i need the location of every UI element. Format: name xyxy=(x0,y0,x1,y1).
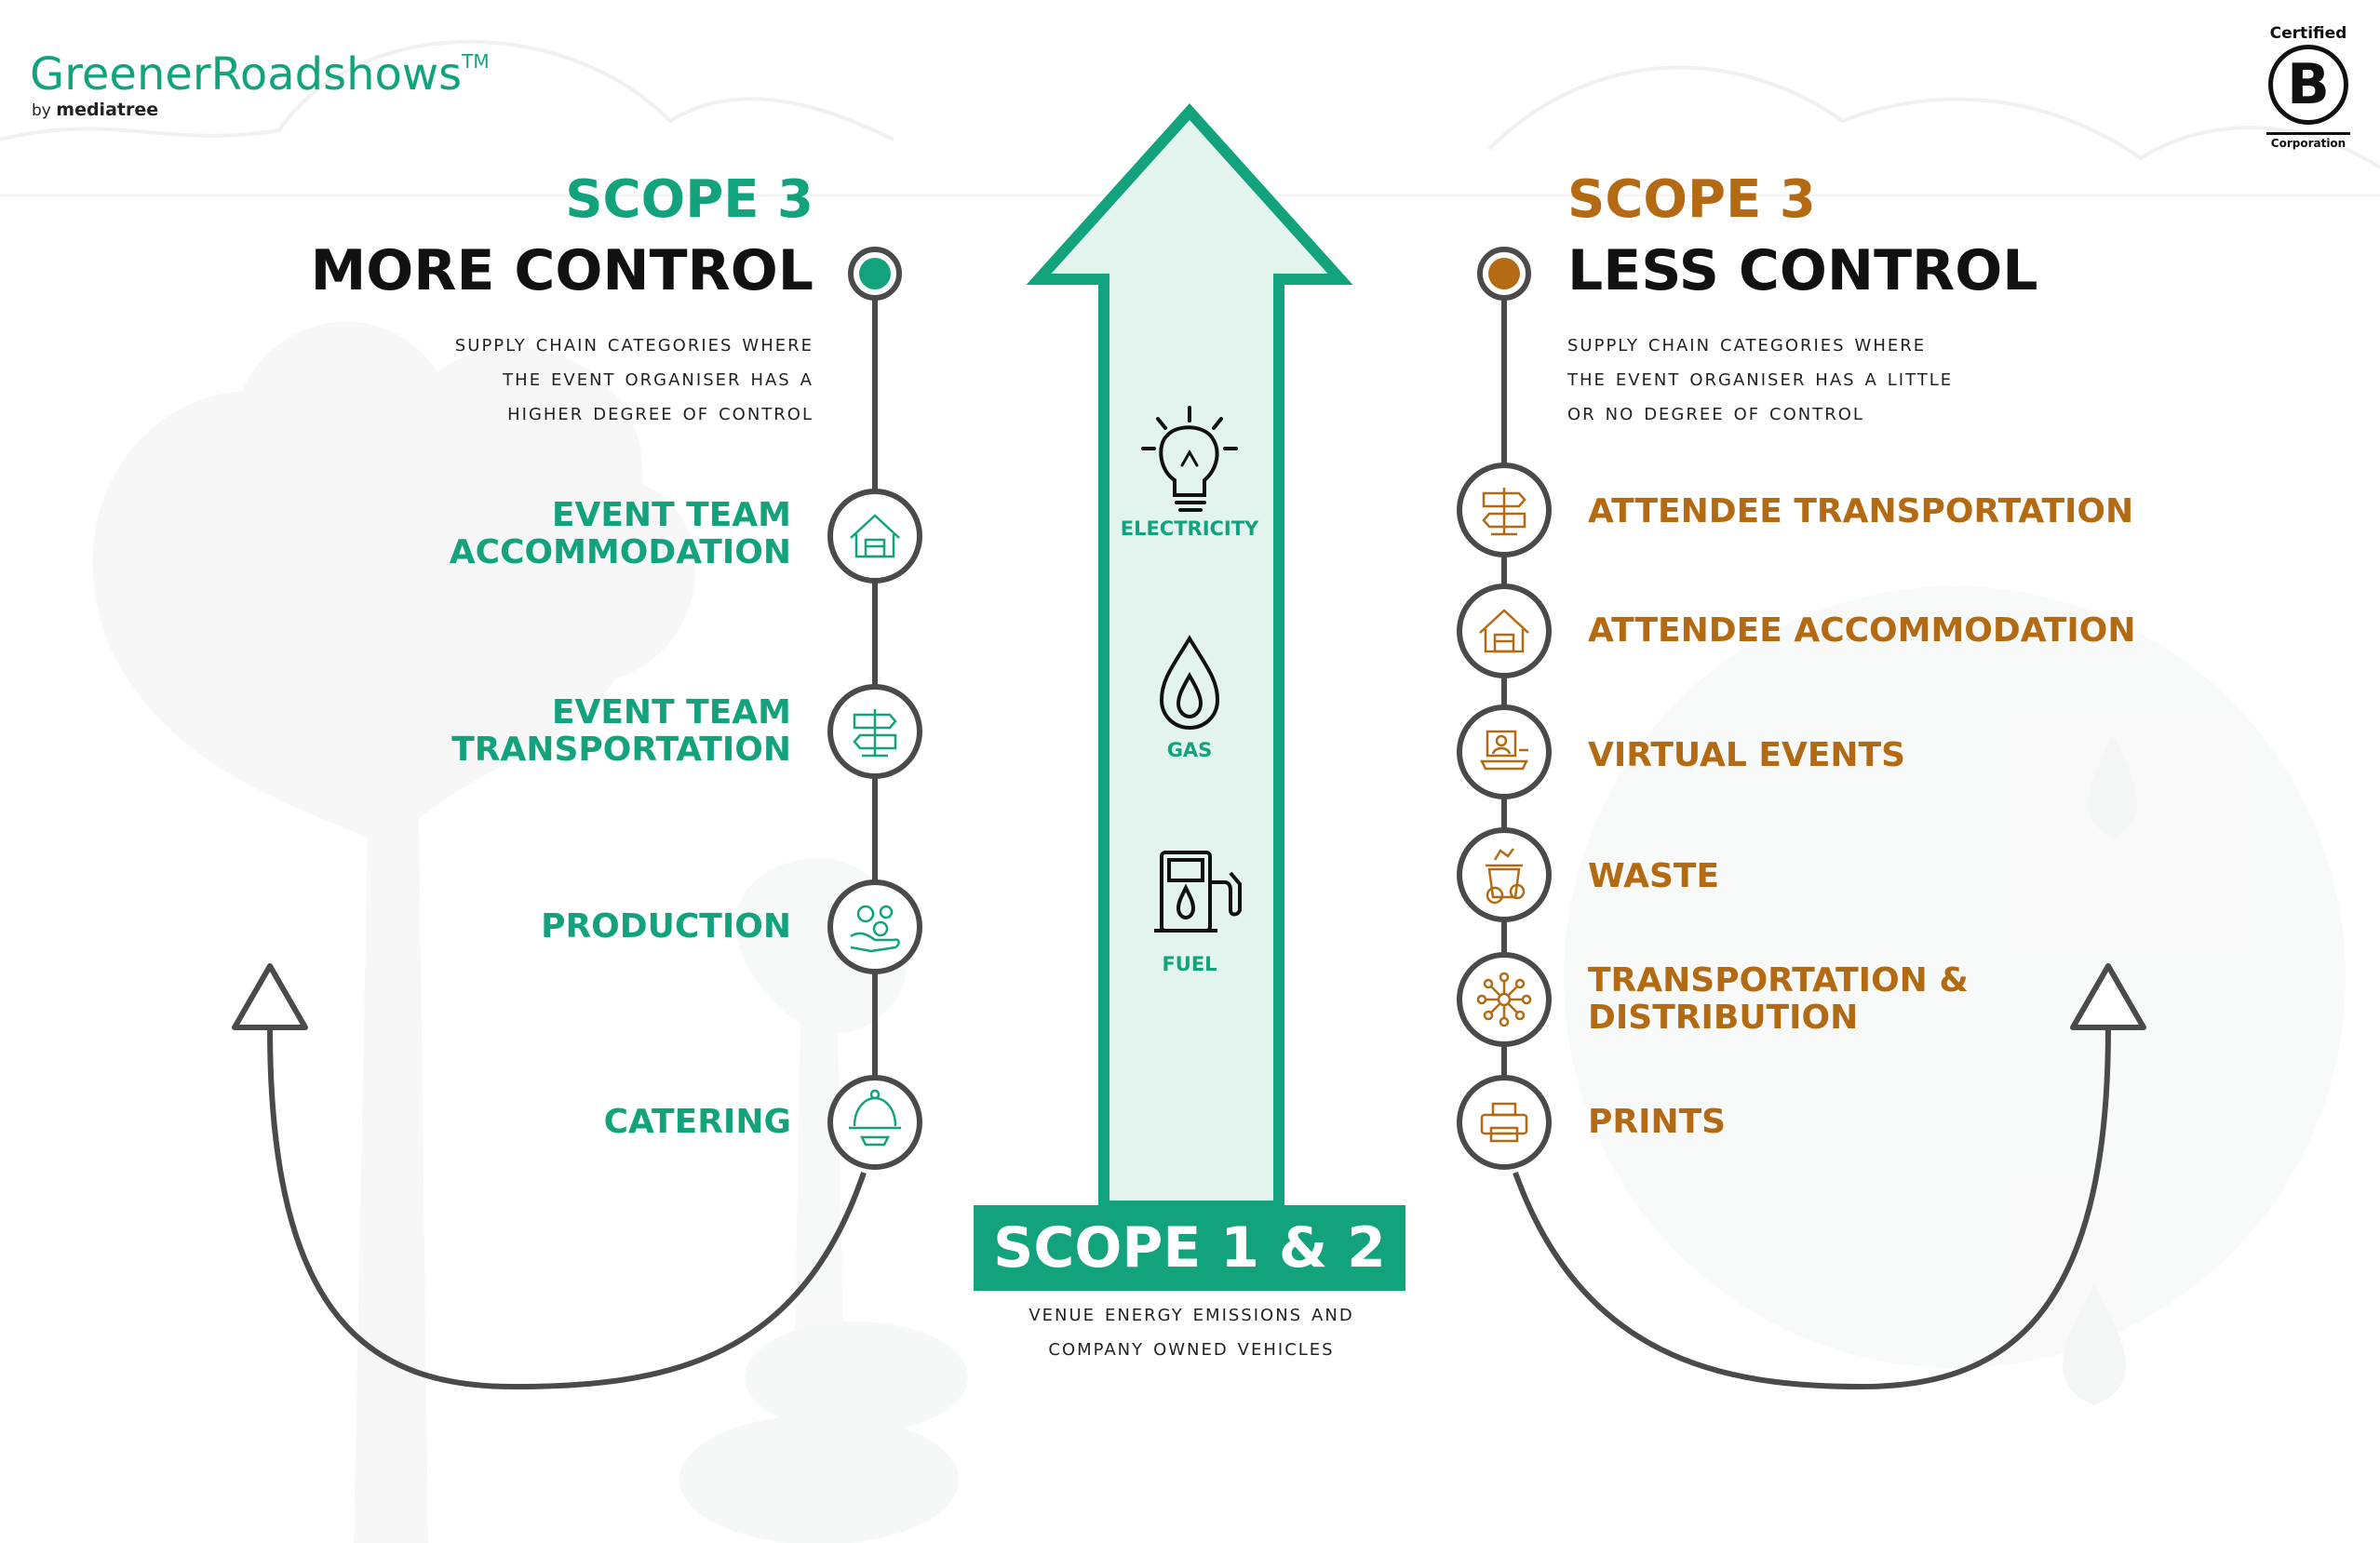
right-item-attendee-accommodation: ATTENDEE ACCOMMODATION xyxy=(1588,611,2136,650)
laptop-user-icon xyxy=(1479,730,1529,771)
log-pile xyxy=(745,1322,968,1433)
scope12-title: SCOPE 1 & 2 xyxy=(974,1205,1405,1291)
left-item-catering: CATERING xyxy=(603,1103,791,1141)
cloche-icon xyxy=(849,1089,901,1147)
background-scenery xyxy=(0,40,2380,1543)
right-scope-title: SCOPE 3 xyxy=(1567,169,1816,230)
lightbulb-icon xyxy=(1141,406,1238,512)
left-icon-circles xyxy=(827,489,922,1170)
left-timeline xyxy=(232,247,902,1390)
network-icon xyxy=(1476,972,1532,1027)
left-control-title: MORE CONTROL xyxy=(310,238,814,303)
left-scope-title: SCOPE 3 xyxy=(565,169,814,230)
right-item-prints: PRINTS xyxy=(1588,1103,1727,1141)
printer-icon xyxy=(1480,1102,1528,1143)
drop-shape-1 xyxy=(2088,735,2138,838)
bcorp-certified: Certified xyxy=(2269,24,2347,43)
center-label-electricity: ELECTRICITY xyxy=(1120,517,1259,540)
center-label-fuel: FUEL xyxy=(1162,953,1217,975)
signpost-icon xyxy=(853,709,897,758)
right-item-attendee-transportation: ATTENDEE TRANSPORTATION xyxy=(1588,492,2134,530)
bcorp-b-logo: B xyxy=(2268,45,2348,125)
scope12-description: Venue energy emissions and company owned… xyxy=(1029,1299,1354,1361)
right-item-transportation-distribution: TRANSPORTATION &DISTRIBUTION xyxy=(1588,961,1969,1037)
right-up-arrowhead xyxy=(2070,963,2146,1030)
tree-silhouette-2 xyxy=(735,858,907,1543)
right-curve-arrow xyxy=(1513,1027,2111,1390)
left-up-arrowhead xyxy=(232,963,308,1030)
right-item-waste: WASTE xyxy=(1588,857,1720,895)
left-description: Supply chain categories where the event … xyxy=(454,329,814,425)
globe-shape xyxy=(1564,586,2346,1368)
bcorp-badge: Certified B Corporation xyxy=(2243,24,2373,150)
cloud-outline-right xyxy=(1487,65,2380,169)
center-label-gas: GAS xyxy=(1166,739,1213,761)
right-control-title: LESS CONTROL xyxy=(1567,238,2038,303)
signpost-icon xyxy=(1482,488,1526,536)
bcorp-corporation: Corporation xyxy=(2270,137,2346,150)
brand-org: mediatree xyxy=(56,100,159,120)
house-icon xyxy=(1479,609,1529,653)
left-item-production: PRODUCTION xyxy=(541,907,791,946)
right-icon-circles xyxy=(1457,463,1552,1170)
right-item-virtual-events: VIRTUAL EVENTS xyxy=(1588,736,1906,774)
gears-hand-icon xyxy=(850,905,900,953)
scope12-arrow xyxy=(1026,103,1353,1212)
right-description: Supply chain categories where the event … xyxy=(1567,329,1954,425)
brand-byline: by mediatree xyxy=(32,100,159,120)
brand-name: GreenerRoadshows xyxy=(30,48,463,101)
waste-bin-icon xyxy=(1486,848,1526,905)
flame-drop-icon xyxy=(1159,635,1220,731)
brand-tm: TM xyxy=(462,50,490,73)
brand-logo: GreenerRoadshowsTM xyxy=(30,48,490,101)
left-curve-arrow xyxy=(267,1027,867,1390)
cloud-outline xyxy=(0,40,894,141)
tree-silhouette xyxy=(92,321,696,1543)
house-icon xyxy=(850,514,900,558)
fuel-pump-icon xyxy=(1154,851,1242,933)
log-pile-2 xyxy=(679,1415,959,1543)
drop-shape-2 xyxy=(2063,1284,2126,1405)
